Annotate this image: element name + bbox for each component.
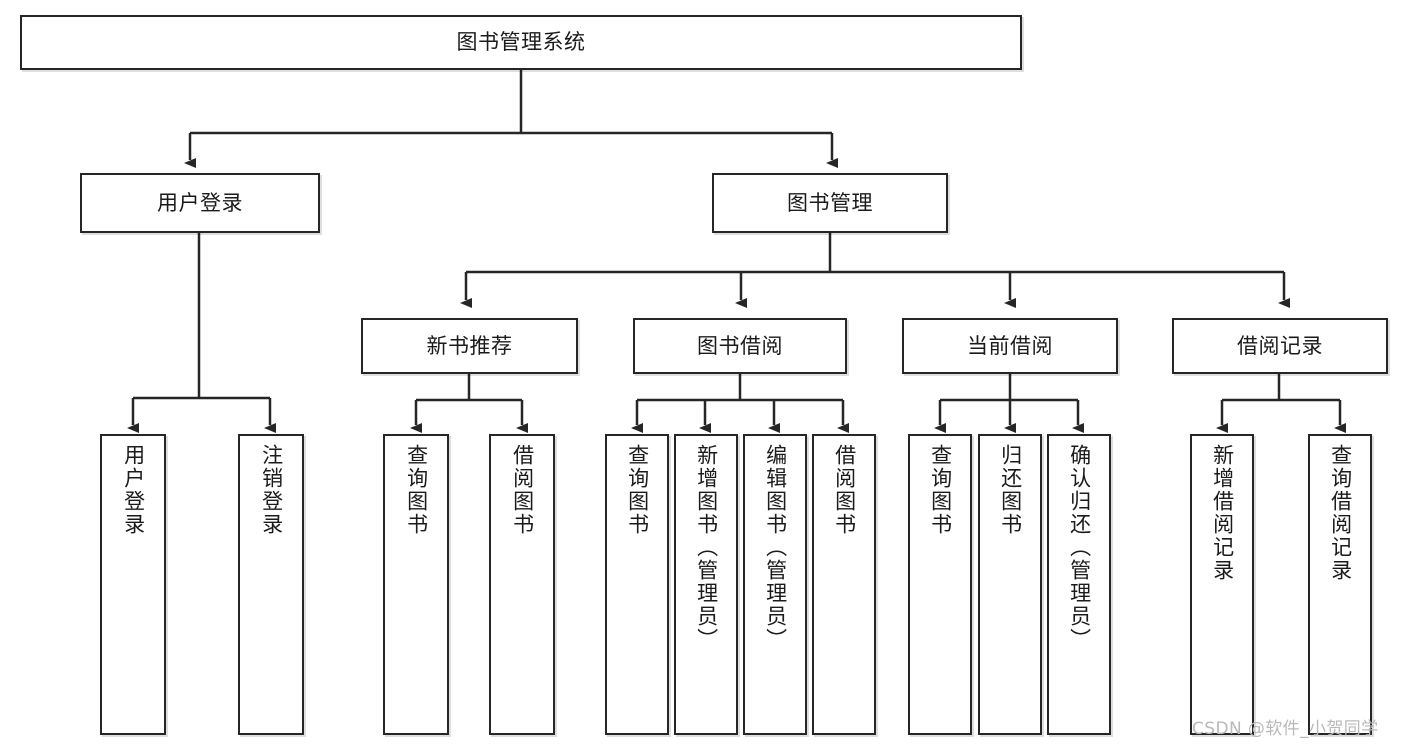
node-new-book-recommend[interactable]: 新书推荐: [361, 318, 578, 374]
node-borrow-record[interactable]: 借阅记录: [1172, 318, 1388, 374]
node-leaf-add-book[interactable]: 新增图书（管理员）: [674, 434, 738, 735]
node-borrow-record-label: 借阅记录: [1237, 333, 1323, 358]
node-new-book-recommend-label: 新书推荐: [426, 333, 513, 358]
node-leaf-return-book-label: 归还图书: [998, 444, 1023, 536]
node-current-borrow[interactable]: 当前借阅: [902, 318, 1118, 374]
node-leaf-query-book-3-label: 查询图书: [928, 444, 953, 536]
node-current-borrow-label: 当前借阅: [967, 333, 1053, 358]
node-leaf-user-login-label: 用户登录: [121, 444, 146, 536]
node-leaf-confirm-return-label: 确认归还（管理员）: [1067, 444, 1092, 651]
node-leaf-add-record[interactable]: 新增借阅记录: [1190, 434, 1254, 735]
connector-userlogin-to-leaves: [127, 233, 276, 433]
node-leaf-borrow-book-1-label: 借阅图书: [510, 444, 535, 536]
node-leaf-edit-book[interactable]: 编辑图书（管理员）: [743, 434, 807, 735]
connector-root-to-level2: [184, 70, 838, 168]
node-leaf-query-book-2[interactable]: 查询图书: [605, 434, 669, 735]
connector-newbook-to-leaves: [410, 374, 528, 433]
node-leaf-query-record-label: 查询借阅记录: [1328, 444, 1353, 582]
node-leaf-add-book-label: 新增图书（管理员）: [694, 444, 719, 651]
connector-bookmgmt-to-level3: [460, 233, 1290, 308]
node-leaf-query-record[interactable]: 查询借阅记录: [1308, 434, 1372, 735]
node-book-management[interactable]: 图书管理: [712, 173, 948, 233]
node-leaf-query-book-2-label: 查询图书: [625, 444, 650, 536]
connector-bookborrow-to-leaves: [631, 374, 849, 433]
node-root[interactable]: 图书管理系统: [20, 15, 1022, 70]
node-leaf-logout-login[interactable]: 注销登录: [238, 434, 304, 735]
node-leaf-return-book[interactable]: 归还图书: [978, 434, 1042, 735]
node-leaf-confirm-return[interactable]: 确认归还（管理员）: [1047, 434, 1111, 735]
node-leaf-user-login[interactable]: 用户登录: [100, 434, 166, 735]
csdn-watermark: CSDN @软件_小贺同学: [1192, 719, 1379, 739]
node-user-login[interactable]: 用户登录: [80, 173, 320, 233]
node-leaf-query-book-1-label: 查询图书: [404, 444, 429, 536]
node-book-management-label: 图书管理: [787, 190, 873, 215]
node-user-login-label: 用户登录: [157, 190, 243, 215]
node-book-borrow-label: 图书借阅: [697, 333, 783, 358]
connector-currentborrow-to-leaves: [934, 374, 1084, 433]
node-leaf-query-book-1[interactable]: 查询图书: [383, 434, 449, 735]
node-leaf-borrow-book-2-label: 借阅图书: [832, 444, 857, 536]
node-leaf-borrow-book-1[interactable]: 借阅图书: [489, 434, 555, 735]
node-leaf-add-record-label: 新增借阅记录: [1210, 444, 1235, 582]
node-leaf-query-book-3[interactable]: 查询图书: [908, 434, 972, 735]
connector-borrowrecord-to-leaves: [1216, 374, 1346, 433]
node-leaf-borrow-book-2[interactable]: 借阅图书: [812, 434, 876, 735]
node-book-borrow[interactable]: 图书借阅: [633, 318, 847, 374]
node-leaf-edit-book-label: 编辑图书（管理员）: [763, 444, 788, 651]
node-root-label: 图书管理系统: [456, 30, 586, 55]
node-leaf-logout-login-label: 注销登录: [259, 444, 284, 536]
